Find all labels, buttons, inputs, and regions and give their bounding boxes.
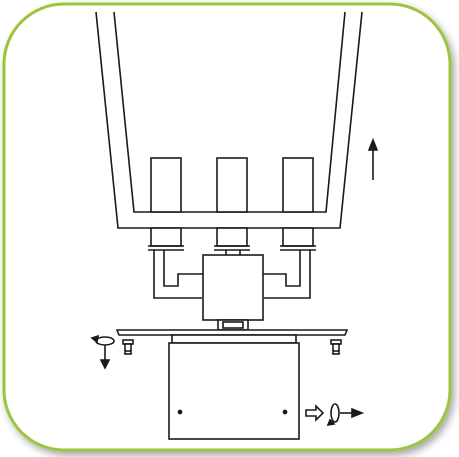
mounting-nut [217,319,249,331]
mounting-plate [115,329,349,336]
socket-assembly [153,250,311,321]
screw-left [122,339,134,355]
screw-right [330,339,342,355]
clockwise-rotate-icon [326,403,340,427]
right-arrow-icon [340,407,365,419]
up-arrow-icon [367,137,379,180]
rounded-frame [2,2,452,452]
bulb-right [280,157,316,251]
counterclockwise-rotate-icon [90,334,115,346]
bulb-left [148,157,184,251]
bulb-center [214,157,250,251]
hollow-right-arrow-icon [305,404,325,422]
base-box [168,334,300,440]
down-arrow-icon [99,345,111,370]
